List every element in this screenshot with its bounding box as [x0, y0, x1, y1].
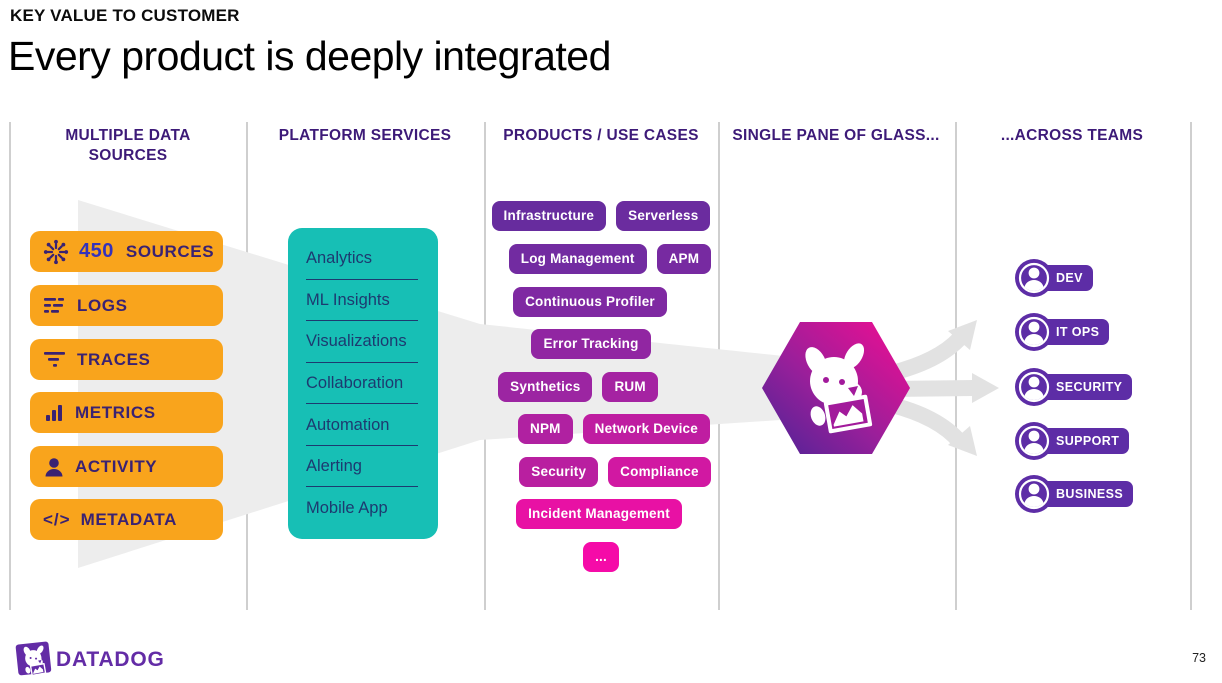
product-pill: RUM	[602, 372, 658, 402]
column-divider	[9, 122, 11, 610]
platform-service-label: ML Insights	[306, 290, 390, 309]
platform-service-label: Collaboration	[306, 374, 404, 393]
bar-chart-icon	[46, 404, 62, 421]
product-pill: Log Management	[508, 244, 647, 274]
column-header-platform-services: PLATFORM SERVICES	[278, 127, 452, 144]
product-pill-more: ...	[583, 542, 619, 572]
product-row: NPM Network Device	[497, 414, 731, 444]
person-avatar-icon	[1015, 368, 1053, 406]
column-header-data-sources: MULTIPLE DATA SOURCES	[65, 127, 191, 165]
product-row: Incident Management	[482, 499, 716, 529]
product-pill: Incident Management	[516, 499, 682, 529]
source-pill-metadata: </> METADATA	[30, 499, 223, 540]
slide-kicker: KEY VALUE TO CUSTOMER	[10, 6, 240, 25]
platform-service-label: Automation	[306, 415, 390, 434]
source-pill-label: METRICS	[75, 402, 156, 422]
platform-service-item: Mobile App	[306, 487, 438, 529]
product-pill: Infrastructure	[491, 201, 607, 231]
platform-service-label: Mobile App	[306, 498, 388, 517]
product-row: Log Management APM	[493, 244, 727, 274]
datadog-hexagon-logo	[762, 322, 910, 454]
log-lines-icon	[44, 297, 64, 313]
page-number: 73	[1192, 651, 1206, 665]
column-header-products: PRODUCTS / USE CASES	[503, 127, 699, 144]
source-pill-label: LOGS	[77, 295, 128, 315]
platform-service-label: Alerting	[306, 457, 362, 476]
source-pill-label: METADATA	[80, 509, 177, 529]
person-avatar-icon	[1015, 259, 1053, 297]
column-divider	[955, 122, 957, 610]
platform-service-item: Automation	[306, 404, 438, 446]
funnel-shape	[78, 200, 840, 568]
datadog-wordmark: DATADOG	[56, 648, 165, 671]
platform-service-item: Visualizations	[306, 321, 438, 363]
product-pill: Security	[519, 457, 599, 487]
person-avatar-icon	[1015, 475, 1053, 513]
column-header-single-pane: SINGLE PANE OF GLASS...	[732, 127, 940, 144]
product-row: Synthetics RUM	[461, 372, 695, 402]
trace-funnel-icon	[44, 351, 65, 367]
product-row: ...	[484, 542, 718, 572]
source-pill-label: TRACES	[77, 349, 151, 369]
product-row: Continuous Profiler	[473, 287, 707, 317]
code-tags-icon: </>	[43, 509, 71, 529]
column-header-teams: ...ACROSS TEAMS	[1000, 127, 1144, 144]
source-pill-logs: LOGS	[30, 285, 223, 326]
product-pill: Synthetics	[498, 372, 593, 402]
platform-services-box: Analytics ML Insights Visualizations Col…	[288, 228, 438, 539]
product-pill: Serverless	[616, 201, 711, 231]
flow-arrowheads	[948, 320, 999, 456]
person-avatar-icon	[1015, 422, 1053, 460]
column-divider	[1190, 122, 1192, 610]
source-pill-label: SOURCES	[125, 241, 215, 261]
source-pill-activity: ACTIVITY	[30, 446, 223, 487]
person-avatar-icon	[1015, 313, 1053, 351]
source-pill-label: ACTIVITY	[75, 456, 158, 476]
product-pill: Compliance	[608, 457, 711, 487]
platform-service-item: ML Insights	[306, 280, 438, 322]
product-pill: NPM	[518, 414, 573, 444]
integrations-hub-icon	[43, 239, 69, 264]
platform-service-label: Visualizations	[306, 332, 407, 351]
page-title: Every product is deeply integrated	[8, 33, 611, 79]
person-icon	[45, 457, 63, 476]
product-row: Error Tracking	[474, 329, 708, 359]
source-pill-traces: TRACES	[30, 339, 223, 380]
product-pill: Continuous Profiler	[513, 287, 667, 317]
datadog-logo	[15, 641, 52, 677]
platform-service-item: Alerting	[306, 446, 438, 488]
product-row: Infrastructure Serverless	[484, 201, 718, 231]
source-pill-metrics: METRICS	[30, 392, 223, 433]
product-pill: Error Tracking	[531, 329, 651, 359]
product-pill: APM	[656, 244, 712, 274]
platform-service-item: Analytics	[306, 238, 438, 280]
platform-service-label: Analytics	[306, 249, 373, 268]
source-pill-sources: 450 SOURCES	[30, 231, 223, 272]
platform-service-item: Collaboration	[306, 363, 438, 405]
sources-count: 450	[79, 240, 114, 262]
product-pill: Network Device	[582, 414, 710, 444]
product-row: Security Compliance	[498, 457, 732, 487]
